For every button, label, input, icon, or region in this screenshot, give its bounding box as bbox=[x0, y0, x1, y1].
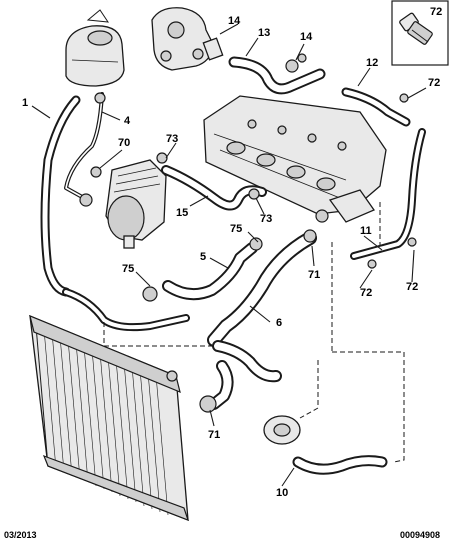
label-15: 15 bbox=[176, 207, 188, 219]
cylinder-head bbox=[203, 95, 387, 223]
label-4: 4 bbox=[124, 115, 131, 127]
reference-labels: 1 4 70 73 15 73 14 13 14 12 72 75 5 71 6… bbox=[22, 15, 440, 499]
label-75-a: 75 bbox=[230, 223, 242, 235]
hose-thin-4 bbox=[64, 92, 104, 200]
hose-15 bbox=[161, 165, 267, 211]
label-73-a: 73 bbox=[166, 133, 178, 145]
hose-lower bbox=[208, 340, 282, 410]
hose-radiator-upper bbox=[62, 288, 190, 332]
oil-cooler-module bbox=[105, 159, 167, 249]
hose-5 bbox=[162, 242, 258, 301]
label-6: 6 bbox=[276, 317, 282, 329]
label-10: 10 bbox=[276, 487, 288, 499]
bolt-inset: 72 bbox=[391, 0, 449, 66]
heater-matrix bbox=[263, 415, 301, 445]
label-12: 12 bbox=[366, 57, 378, 69]
label-72-c: 72 bbox=[406, 281, 418, 293]
label-1: 1 bbox=[22, 97, 28, 109]
hose-10 bbox=[292, 455, 388, 475]
label-72-a: 72 bbox=[428, 77, 440, 89]
hose-13 bbox=[228, 56, 326, 95]
label-75-b: 75 bbox=[122, 263, 134, 275]
label-70: 70 bbox=[118, 137, 130, 149]
leader-lines bbox=[31, 23, 427, 487]
label-71-b: 71 bbox=[208, 429, 220, 441]
hose-12 bbox=[341, 87, 411, 127]
expansion-tank bbox=[65, 9, 125, 87]
hose-1 bbox=[40, 95, 81, 297]
footer-reference: 00094908 bbox=[400, 530, 440, 540]
label-73-b: 73 bbox=[260, 213, 272, 225]
footer-date: 03/2013 bbox=[4, 530, 37, 540]
radiator bbox=[29, 314, 189, 522]
label-13: 13 bbox=[258, 27, 270, 39]
hose-11 bbox=[350, 128, 426, 260]
label-14-b: 14 bbox=[300, 31, 313, 43]
inset-label-72: 72 bbox=[430, 6, 442, 18]
routing-lines bbox=[103, 202, 405, 463]
thermostat-housing bbox=[151, 7, 224, 71]
clips bbox=[79, 53, 417, 413]
label-5: 5 bbox=[200, 251, 206, 263]
label-14-a: 14 bbox=[228, 15, 241, 27]
bolt-icon bbox=[399, 12, 433, 45]
label-72-b: 72 bbox=[360, 287, 372, 299]
label-11: 11 bbox=[360, 225, 372, 237]
hose-6 bbox=[207, 231, 317, 347]
label-71-a: 71 bbox=[308, 269, 320, 281]
